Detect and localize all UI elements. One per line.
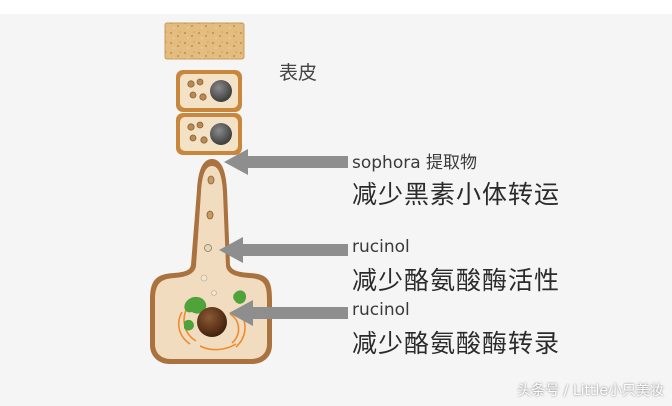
annotation-2-effect: 减少酪氨酸酶活性 — [352, 266, 561, 295]
annotation-2-agent: rucinol — [352, 237, 410, 257]
annotation-1-agent: sophora 提取物 — [352, 153, 478, 173]
green-organelles — [184, 290, 247, 331]
melanocyte — [150, 159, 272, 364]
keratinocyte-upper — [176, 70, 242, 112]
annotation-3-effect: 减少酪氨酸酶转录 — [352, 329, 561, 358]
arrow-1 — [224, 149, 348, 175]
stratum-corneum-block — [164, 22, 245, 60]
keratinocyte-lower — [176, 113, 242, 155]
top-band — [0, 0, 672, 14]
arrow-3 — [229, 300, 348, 326]
watermark: 头条号 / Little小只美妆 — [517, 383, 664, 399]
melanosome-dots — [200, 175, 217, 296]
annotation-1-effect: 减少黑素小体转运 — [352, 180, 561, 209]
melanocyte-nucleus — [197, 307, 227, 337]
epidermis-label: 表皮 — [279, 62, 318, 84]
annotation-3-agent: rucinol — [352, 300, 410, 320]
arrow-2 — [219, 237, 348, 263]
